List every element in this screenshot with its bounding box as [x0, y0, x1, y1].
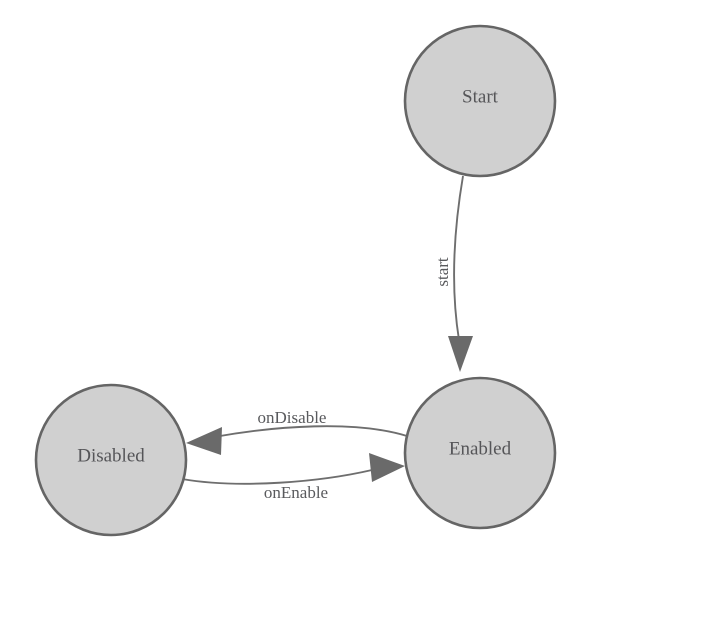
- node-enabled-circle: [403, 376, 557, 530]
- edge-ondisable-arrowhead: [186, 427, 222, 455]
- node-start[interactable]: Start: [403, 24, 557, 178]
- node-start-label: Start: [462, 86, 499, 107]
- edge-enabled-to-disabled[interactable]: onDisable: [186, 408, 408, 455]
- edge-disabled-to-enabled[interactable]: onEnable: [181, 453, 405, 502]
- node-enabled-label: Enabled: [449, 438, 512, 459]
- node-enabled[interactable]: Enabled: [403, 376, 557, 530]
- edge-ondisable-path: [213, 425, 408, 438]
- node-disabled-label: Disabled: [77, 445, 145, 466]
- node-disabled[interactable]: Disabled: [34, 383, 188, 537]
- node-disabled-circle: [34, 383, 188, 537]
- edge-start-arrowhead: [448, 336, 473, 372]
- edge-onenable-arrowhead: [369, 453, 405, 482]
- edge-label-onenable: onEnable: [264, 483, 328, 502]
- node-start-circle: [403, 24, 557, 178]
- edge-onenable-path: [181, 469, 373, 485]
- edge-label-ondisable: onDisable: [258, 408, 327, 427]
- edge-label-start: start: [433, 257, 452, 287]
- edge-start-to-enabled[interactable]: start: [433, 175, 473, 372]
- edge-start-path: [453, 175, 464, 341]
